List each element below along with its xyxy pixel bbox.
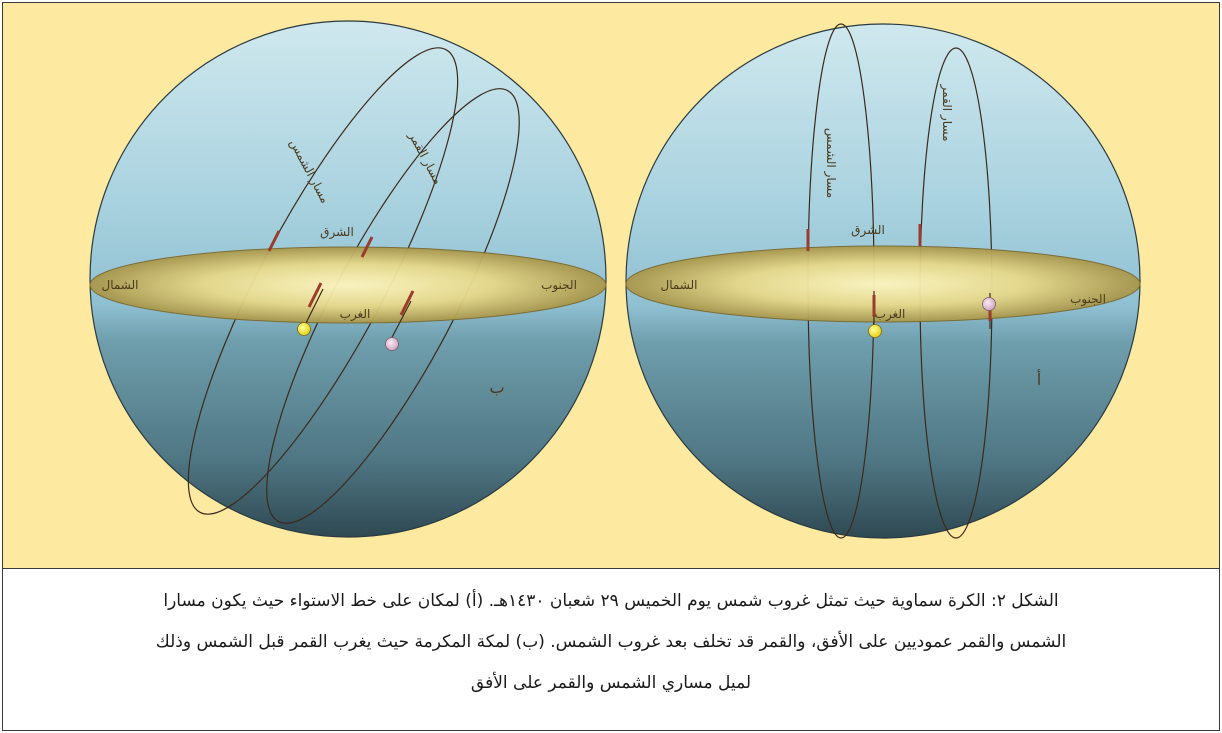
right-label-east: الشرق	[851, 223, 885, 238]
right-panel-letter: أ	[1037, 369, 1041, 389]
right-sun-icon	[868, 324, 882, 338]
figure-panel: الشمال الجنوب الشرق الغرب مسار الشمس مسا…	[3, 3, 1219, 569]
left-horizon-plane	[89, 246, 607, 324]
left-label-east: الشرق	[320, 225, 354, 240]
caption-line-3: لميل مساري الشمس والقمر على الأفق	[470, 673, 752, 693]
left-label-south: الجنوب	[541, 278, 577, 293]
left-label-west: الغرب	[340, 307, 371, 322]
figure-caption: الشكل ٢: الكرة سماوية حيث تمثل غروب شمس …	[23, 581, 1199, 704]
right-moon-icon	[982, 297, 996, 311]
left-direction-arrows	[267, 230, 415, 316]
left-label-north: الشمال	[101, 278, 138, 292]
right-sphere: الشمال الجنوب الشرق الغرب مسار الشمس مسا…	[625, 23, 1141, 539]
right-horizon-plane	[625, 245, 1141, 323]
caption-line-2: الشمس والقمر عموديين على الأفق، والقمر ق…	[155, 632, 1067, 652]
right-label-south: الجنوب	[1070, 292, 1106, 307]
left-sphere: الشمال الجنوب الشرق الغرب مسار الشمس مسا…	[89, 20, 607, 538]
right-label-north: الشمال	[660, 278, 697, 292]
right-direction-arrows	[806, 224, 992, 321]
right-label-west: الغرب	[875, 307, 906, 322]
left-sun-icon	[297, 322, 311, 336]
left-panel-letter: ب	[489, 378, 504, 397]
caption-line-1: الشكل ٢: الكرة سماوية حيث تمثل غروب شمس …	[163, 591, 1059, 611]
left-moon-icon	[385, 337, 399, 351]
right-label-moon-path: مسار القمر	[939, 83, 954, 141]
right-label-sun-path: مسار الشمس	[823, 128, 838, 198]
celestial-spheres-diagram: الشمال الجنوب الشرق الغرب مسار الشمس مسا…	[89, 20, 1141, 539]
